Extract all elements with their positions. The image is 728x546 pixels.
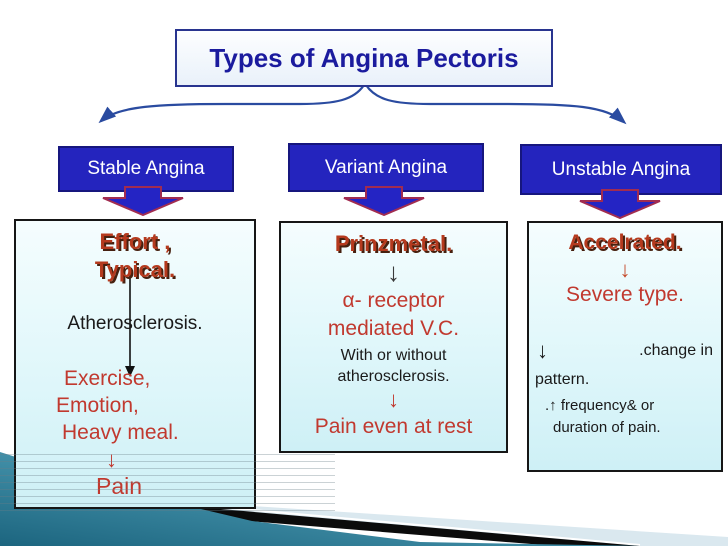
- header-box-variant: Variant Angina: [288, 143, 484, 192]
- down-arrow-glyph: ↓: [619, 257, 631, 282]
- stable-title-line2: Typical.: [94, 257, 176, 282]
- stable-result: Pain: [96, 473, 143, 499]
- stable-trigger-2: Emotion,: [56, 394, 139, 417]
- teal-wedge: [0, 452, 640, 546]
- header-label-variant: Variant Angina: [324, 156, 448, 178]
- big-down-arrow-icon: [579, 189, 661, 219]
- variant-note-2: atherosclerosis.: [337, 368, 450, 385]
- unstable-frequency-2: duration of pain.: [553, 419, 661, 436]
- header-box-stable: Stable Angina: [58, 146, 234, 192]
- unstable-severity: Severe type.: [566, 283, 684, 306]
- variant-note-1: With or without: [340, 347, 447, 364]
- black-stripe: [198, 507, 640, 546]
- stable-title-line1: Effort ,: [99, 229, 171, 254]
- stable-trigger-3: Heavy meal.: [62, 421, 179, 444]
- big-down-arrow-icon: [102, 186, 184, 216]
- big-down-arrow-icon: [343, 186, 425, 216]
- unstable-pattern-2: pattern.: [535, 371, 590, 388]
- grey-stripe: [206, 503, 728, 546]
- stable-cause: Atherosclerosis.: [67, 313, 203, 334]
- variant-title: Prinzmetal.: [334, 231, 453, 256]
- unstable-angina-box: Accelrated. ↓ Severe type. ↓ .change in …: [527, 221, 723, 472]
- down-arrow-glyph: ↓: [388, 387, 399, 412]
- unstable-title: Accelrated.: [568, 231, 682, 254]
- unstable-frequency-1: .↑ frequency& or: [545, 397, 655, 414]
- stable-trigger-1: Exercise,: [64, 367, 151, 390]
- variant-mechanism-1: α- receptor: [342, 289, 445, 312]
- stable-angina-box: Effort , Typical. Atherosclerosis. Exerc…: [14, 219, 256, 509]
- header-label-unstable: Unstable Angina: [551, 158, 691, 180]
- down-arrow-glyph: ↓: [387, 257, 400, 287]
- header-box-unstable: Unstable Angina: [520, 144, 722, 195]
- variant-angina-box: Prinzmetal. ↓ α- receptor mediated V.C. …: [279, 221, 508, 453]
- unstable-pattern-1: .change in: [639, 342, 713, 359]
- slide-title-box: Types of Angina Pectoris: [175, 29, 553, 87]
- down-arrow-glyph: ↓: [106, 447, 117, 472]
- white-hairline: [196, 504, 641, 546]
- down-arrow-glyph: ↓: [537, 338, 548, 363]
- page-title: Types of Angina Pectoris: [209, 42, 519, 73]
- header-label-stable: Stable Angina: [87, 158, 205, 179]
- variant-result: Pain even at rest: [314, 415, 473, 438]
- variant-mechanism-2: mediated V.C.: [327, 317, 460, 340]
- long-down-arrow-icon: [125, 273, 135, 377]
